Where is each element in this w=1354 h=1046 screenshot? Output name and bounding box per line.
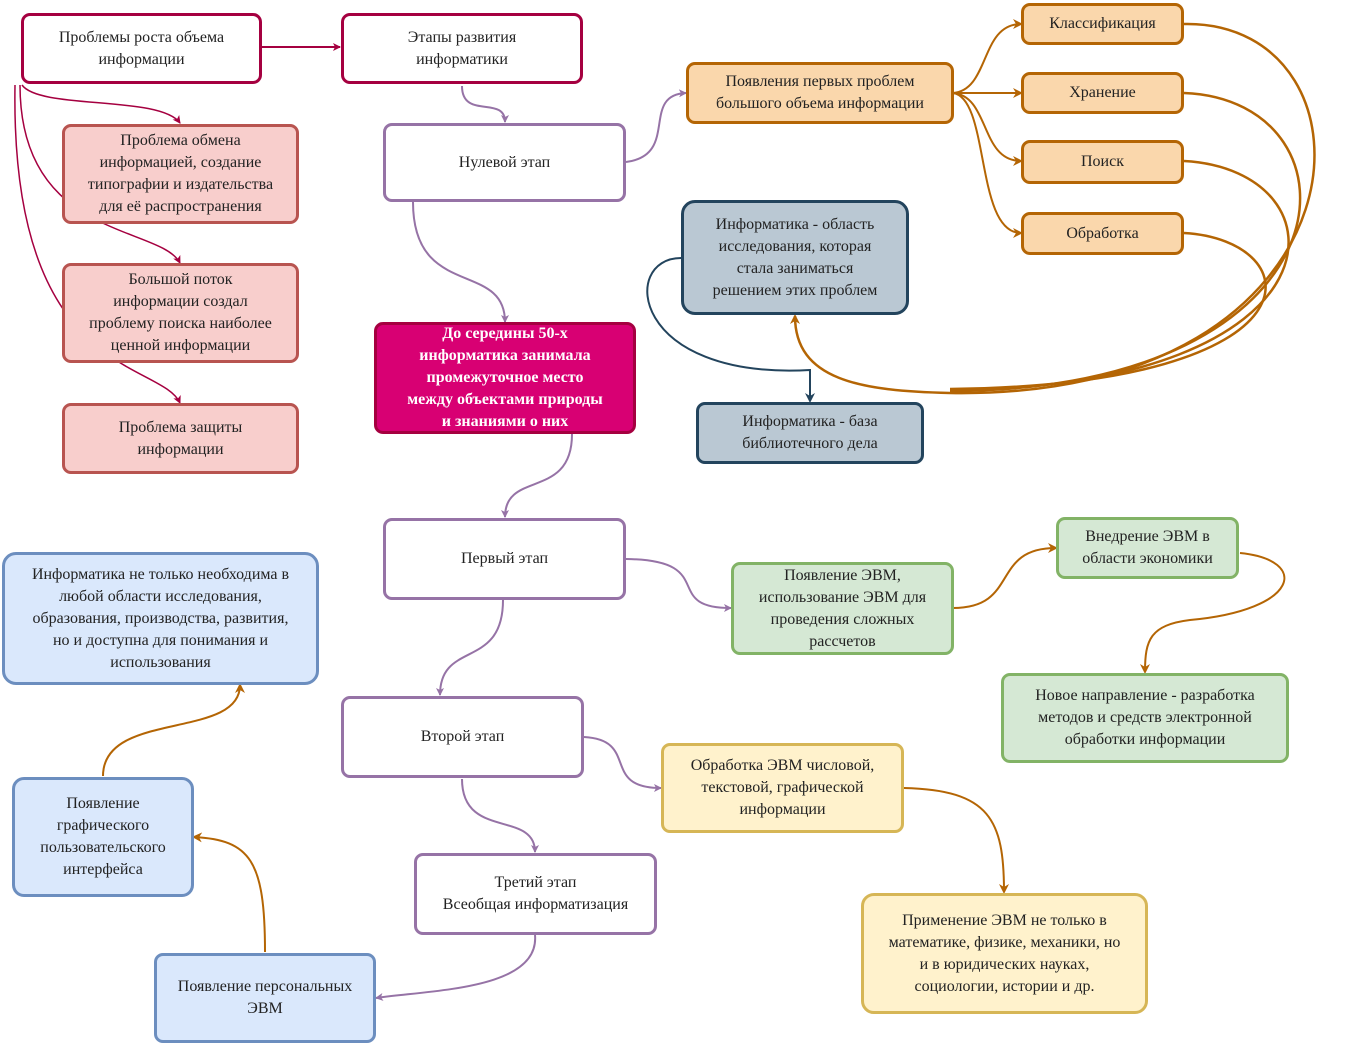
edge-dataproc-law	[903, 787, 1009, 894]
node-library-base: Информатика - база библиотечного дела	[696, 402, 924, 464]
node-gui: Появление графического пользовательского…	[12, 777, 194, 897]
edge-second-dataproc	[583, 736, 662, 792]
edge-zero-firstproblems	[625, 89, 687, 163]
node-growth-problems: Проблемы роста объема информации	[21, 13, 262, 84]
edge-fp-classification	[952, 19, 1023, 94]
edge-first-computers	[625, 558, 732, 612]
node-personal-pc: Появление персональных ЭВМ	[154, 953, 376, 1043]
edge-second-third	[461, 778, 539, 853]
node-data-processing: Обработка ЭВМ числовой, текстовой, графи…	[661, 743, 904, 833]
edge-processing-research	[949, 231, 1267, 391]
edge-third-personal	[375, 934, 537, 1001]
node-protection-problem: Проблема защиты информации	[62, 403, 299, 474]
node-new-direction: Новое направление - разработка методов и…	[1001, 673, 1289, 763]
node-accessible: Информатика не только необходима в любой…	[2, 552, 319, 685]
node-storage: Хранение	[1021, 72, 1184, 114]
node-first-problems: Появления первых проблем большого объема…	[686, 62, 954, 124]
node-processing: Обработка	[1021, 212, 1184, 255]
node-law-sciences: Применение ЭВМ не только в математике, ф…	[861, 893, 1148, 1014]
edge-fp-search	[952, 92, 1023, 166]
edge-first-second	[436, 599, 504, 696]
node-first-stage: Первый этап	[383, 518, 626, 600]
edge-zero-mid50s	[412, 201, 509, 323]
node-economy: Внедрение ЭВМ в области экономики	[1056, 517, 1239, 579]
node-third-stage: Третий этап Всеобщая информатизация	[414, 853, 657, 935]
node-mid50s: До середины 50-х информатика занимала пр…	[374, 322, 636, 434]
edge-stages-zero	[461, 85, 509, 123]
edge-fp-processing	[952, 92, 1023, 238]
node-stages: Этапы развития информатики	[341, 13, 583, 84]
node-search: Поиск	[1021, 140, 1184, 184]
edge-search-research	[949, 159, 1290, 392]
edge-growth-exchange	[21, 84, 181, 124]
node-classification: Классификация	[1021, 3, 1184, 45]
node-computers-appear: Появление ЭВМ, использование ЭВМ для про…	[731, 562, 954, 655]
edge-economy-newdir	[1140, 552, 1286, 674]
node-exchange-problem: Проблема обмена информацией, создание ти…	[62, 124, 299, 224]
edge-gui-accessible	[102, 683, 245, 777]
edge-mid50s-first	[501, 433, 573, 518]
node-research-area: Информатика - область исследования, кото…	[681, 200, 909, 315]
node-second-stage: Второй этап	[341, 696, 584, 778]
edge-personal-gui	[192, 832, 266, 953]
edge-storage-research	[949, 91, 1302, 393]
node-flow-problem: Большой поток информации создал проблему…	[62, 263, 299, 363]
edge-research-library	[646, 257, 815, 403]
node-zero-stage: Нулевой этап	[383, 123, 626, 202]
edge-computers-economy	[952, 543, 1058, 609]
